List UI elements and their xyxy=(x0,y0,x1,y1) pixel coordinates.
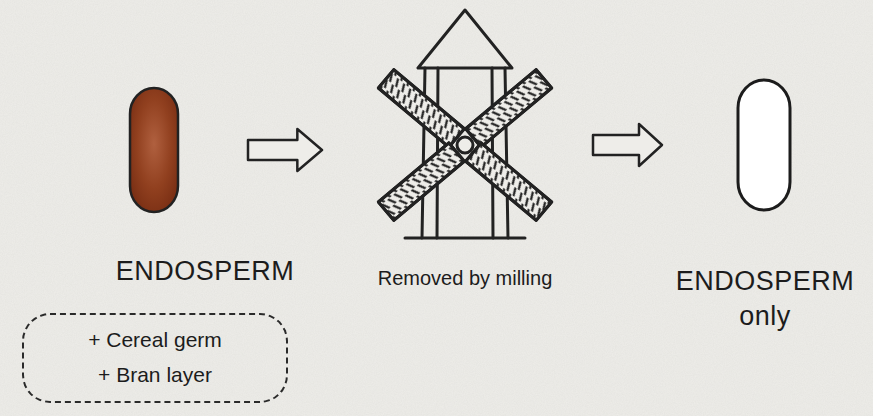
sail xyxy=(378,143,464,221)
windmill-drawing xyxy=(378,10,551,238)
sail-hatch xyxy=(466,143,552,221)
flow-arrow xyxy=(593,124,662,166)
refined-grain-drawing xyxy=(738,80,790,210)
whole-grain: ENDOSPERM xyxy=(112,88,245,212)
sail xyxy=(378,70,464,148)
sail-hub xyxy=(457,137,473,153)
part-item: + Cereal germ xyxy=(88,323,222,358)
sail xyxy=(466,70,552,148)
windmill-sails xyxy=(378,70,551,221)
sail-hatch xyxy=(378,143,464,221)
grain-label: ENDOSPERM xyxy=(116,254,295,289)
sail-hatch xyxy=(466,70,552,148)
sail xyxy=(466,143,552,221)
grain-label: ENDOSPERM only xyxy=(676,264,855,334)
whole-grain-drawing xyxy=(130,88,178,212)
part-item: + Bran layer xyxy=(98,358,212,393)
windmill-mill: Removed by milling xyxy=(325,5,590,245)
flow-arrow xyxy=(248,129,322,171)
windmill-roof xyxy=(418,10,512,68)
refined-grain: ENDOSPERM only xyxy=(665,80,830,210)
sail-hatch xyxy=(378,70,464,148)
grain-parts-box: + Cereal germ+ Bran layer xyxy=(22,313,288,403)
grain-label: Removed by milling xyxy=(378,265,553,291)
tower-base xyxy=(405,237,525,240)
